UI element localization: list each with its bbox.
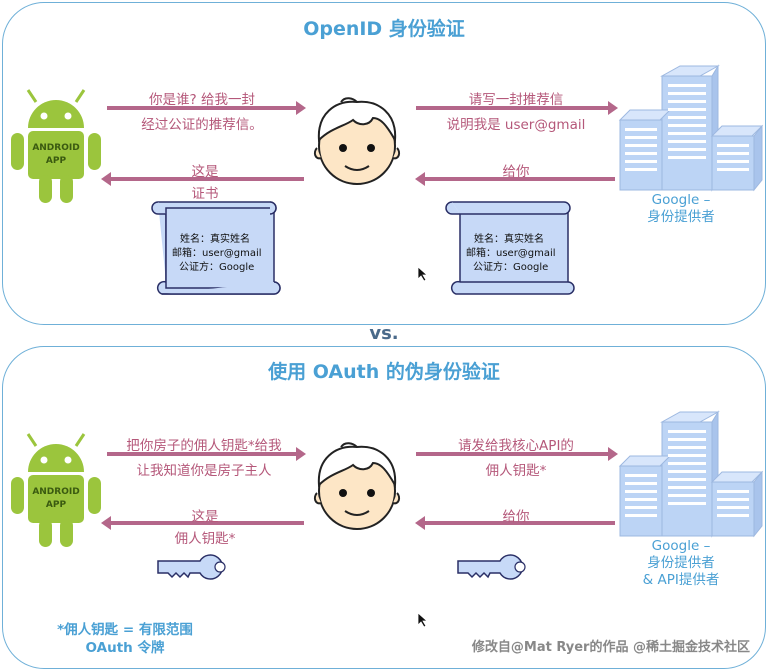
android-label-2b: APP [46,500,67,510]
oauth-give-arrow [415,516,615,530]
google-label-b2: 身份提供者 [647,555,715,571]
google-label-1: Google – [651,192,711,208]
google-api-provider-label: Google – 身份提供者 & API提供者 [626,538,736,589]
cert-notary-2: 公证方：Google [473,262,549,273]
reply-arrow-to-user [415,172,615,186]
user-face-icon [313,97,401,185]
versus-label: vs. [369,323,399,344]
cert-email: 邮箱：user@gmail [172,248,262,259]
google-label-b3: & API提供者 [642,572,720,588]
oauth-reply-arrow [101,516,304,530]
google-building-icon [618,64,764,192]
reply-arrow-to-app [101,172,304,186]
oauth-google-text-2: 佣人钥匙* [485,463,547,479]
google-provider-label: Google – 身份提供者 [626,192,736,226]
certificate-text-right: 姓名：真实姓名 邮箱：user@gmail 公证方：Google [466,233,556,275]
user-face-icon-bottom [313,442,401,530]
google-request-text-1: 请写一封推荐信 [468,92,564,108]
mouse-cursor-icon-bottom [417,612,429,628]
google-request-text-2: 说明我是 user@gmail [446,117,586,133]
request-arrow-to-user [107,101,306,115]
oauth-request-arrow [107,447,306,461]
oauth-reply-text-1: 这是 [191,509,219,525]
footnote: *佣人钥匙 = 有限范围 OAuth 令牌 [40,621,210,657]
reply-text-1: 这是 [191,164,219,180]
give-text: 给你 [502,164,530,180]
android-label-1: ANDROID [32,143,79,153]
footnote-line-2: OAuth 令牌 [85,640,165,656]
certificate-text-left: 姓名：真实姓名 邮箱：user@gmail 公证方：Google [172,233,262,275]
servant-key-icon-right [457,554,526,580]
google-label-2: 身份提供者 [647,209,715,225]
oauth-reply-text-2: 佣人钥匙* [174,531,236,547]
certificate-scroll-left [151,201,281,295]
google-label-b1: Google – [651,538,711,554]
cert-email-2: 邮箱：user@gmail [466,248,556,259]
cert-name: 姓名：真实姓名 [180,234,250,245]
oauth-title: 使用 OAuth 的伪身份验证 [268,361,500,383]
android-app-icon-bottom: ANDROID APP [11,433,101,547]
google-building-icon-bottom [618,410,764,538]
request-text-1: 你是谁? 给我一封 [149,92,255,108]
request-arrow-to-google [416,101,618,115]
oauth-give-text: 给你 [502,509,530,525]
android-label-1b: ANDROID [32,487,79,497]
request-text-2: 经过公证的推荐信。 [141,117,263,133]
cert-notary: 公证方：Google [179,262,255,273]
servant-key-icon-left [157,554,226,580]
mouse-cursor-icon [417,266,429,282]
certificate-scroll-right [445,201,575,295]
oauth-request-text-2: 让我知道你是房子主人 [136,463,272,479]
oauth-google-text-1: 请发给我核心API的 [458,438,574,454]
cert-name-2: 姓名：真实姓名 [474,234,544,245]
android-app-icon: ANDROID APP [11,89,101,203]
openid-title: OpenID 身份验证 [303,18,465,40]
oauth-google-request-arrow [416,447,618,461]
footnote-line-1: *佣人钥匙 = 有限范围 [57,622,193,638]
oauth-request-text-1: 把你房子的佣人钥匙*给我 [126,438,282,454]
reply-text-2: 证书 [191,186,219,202]
credit-watermark: 修改自@Mat Ryer的作品 @稀土掘金技术社区 [471,640,750,655]
android-label-2: APP [46,156,67,166]
